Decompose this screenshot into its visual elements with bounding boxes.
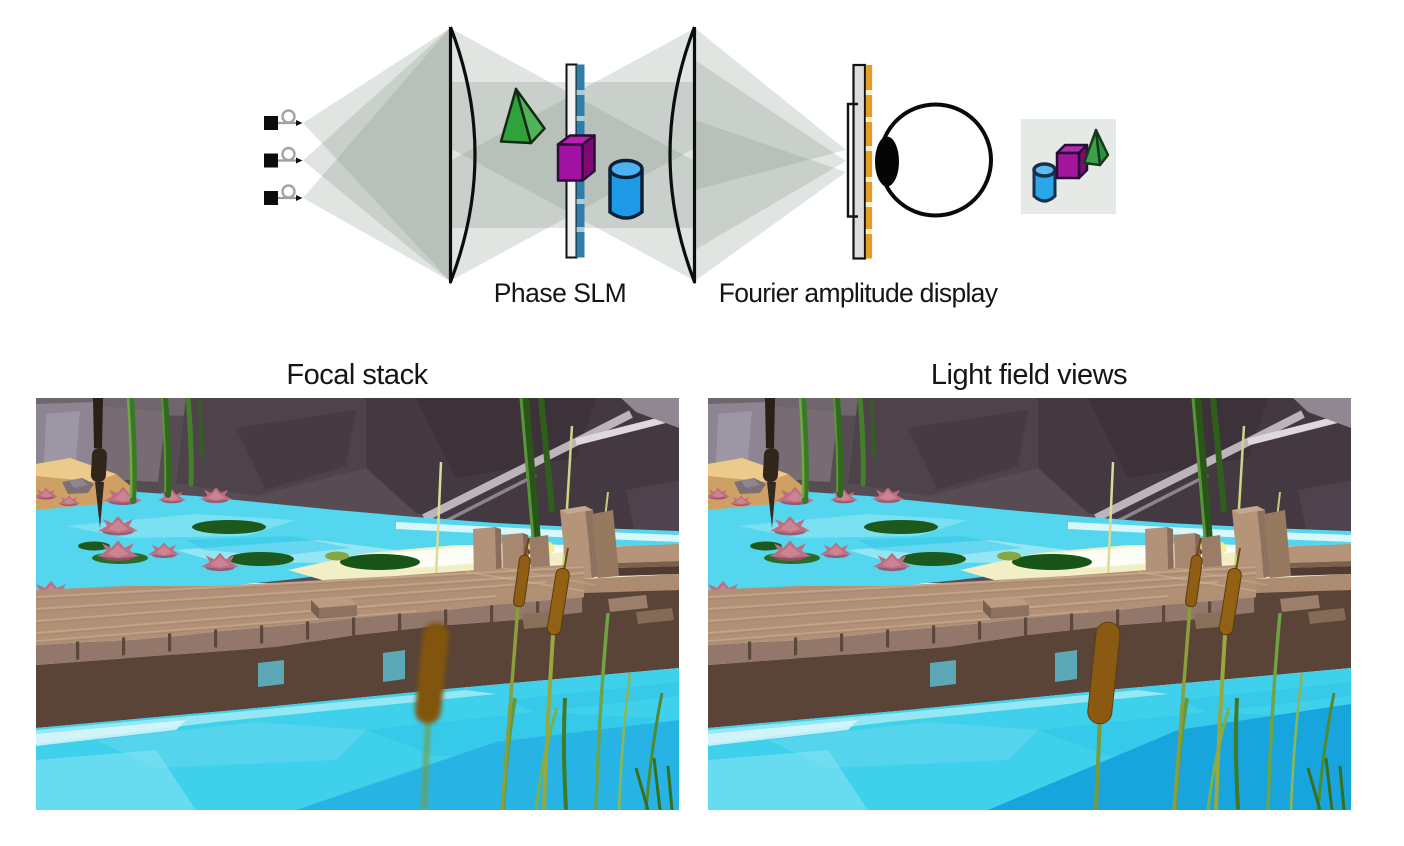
svg-text:Light field views: Light field views xyxy=(931,359,1127,391)
svg-text:Phase SLM: Phase SLM xyxy=(494,278,627,308)
svg-text:Fourier amplitude display: Fourier amplitude display xyxy=(719,278,999,308)
svg-text:Focal stack: Focal stack xyxy=(286,359,428,391)
